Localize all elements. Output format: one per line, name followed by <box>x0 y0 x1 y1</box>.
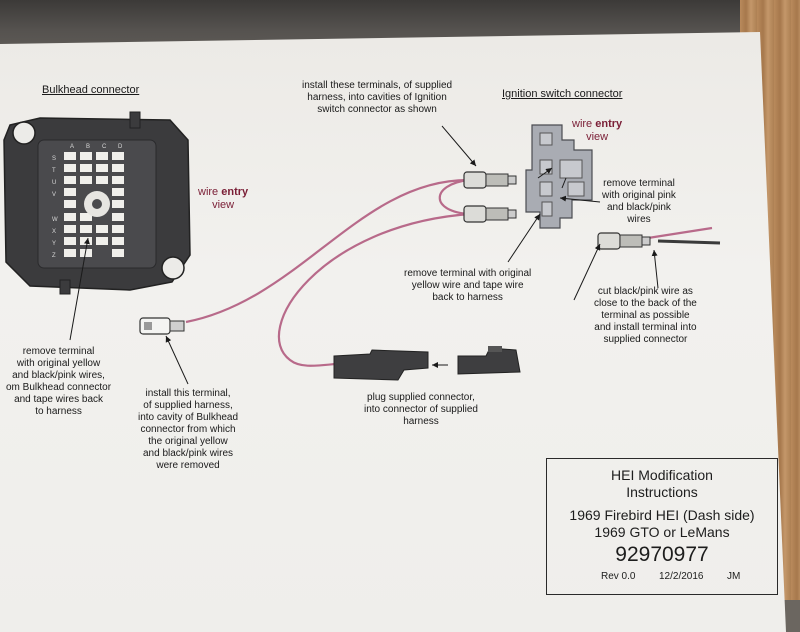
letter-B: B <box>86 144 90 150</box>
note-line: to harness <box>35 406 82 417</box>
note-line: into connector of supplied <box>364 404 478 415</box>
wires <box>185 178 713 367</box>
wire-loop-upper <box>438 178 471 216</box>
wire-entry-bold: entry <box>221 186 249 198</box>
release-date: 12/2/2016 <box>659 571 704 582</box>
bulkhead-letter-labels: A B C D S T U V W X Y Z <box>52 144 123 259</box>
mount-hole-top-left <box>12 121 36 145</box>
note-line: and install terminal into <box>594 322 697 333</box>
note-line: the original yellow <box>148 436 228 447</box>
wire-pink-stub <box>647 226 713 240</box>
terminal-bulkhead <box>139 317 185 335</box>
wire-entry-word: wire <box>572 118 593 130</box>
note-line: harness <box>403 416 439 427</box>
note-line: back to harness <box>432 292 503 303</box>
ignition-switch-connector <box>525 124 593 229</box>
note-line: install these terminals, of supplied <box>302 80 453 91</box>
note-line: and tape wires back <box>14 394 104 405</box>
wire-entry-bold: entry <box>595 118 623 130</box>
note-line: with original yellow <box>16 358 101 369</box>
note-line: close to the back of the <box>594 298 697 309</box>
revision: Rev 0.0 <box>601 571 636 582</box>
note-line: om Bulkhead connector <box>6 382 112 393</box>
letter-A: A <box>70 144 74 150</box>
note-line: connector from which <box>140 424 236 435</box>
note-line: and black/pink <box>607 202 671 213</box>
title-line-4: 1969 GTO or LeMans <box>594 524 730 540</box>
note-line: of supplied harness, <box>143 400 233 411</box>
ignition-wire-entry: wire entry view <box>572 118 622 144</box>
letter-D: D <box>118 144 123 150</box>
letter-Y: Y <box>52 241 56 247</box>
note-line: harness, into cavities of Ignition <box>307 92 447 103</box>
letter-S: S <box>52 156 56 162</box>
note-plug: plug supplied connector, into connector … <box>364 392 478 428</box>
note-remove-bulkhead: remove terminal with original yellow and… <box>6 346 111 418</box>
note-line: supplied connector <box>603 334 688 345</box>
note-line: remove terminal <box>22 346 95 357</box>
letter-U: U <box>52 180 56 186</box>
letter-Z: Z <box>52 253 56 259</box>
letter-V: V <box>52 192 56 198</box>
callout-arrows <box>69 125 659 385</box>
initials: JM <box>727 571 741 582</box>
note-line: with original pink <box>602 190 676 201</box>
wire-bulkhead-to-ignition <box>185 178 469 324</box>
bulkhead-title: Bulkhead connector <box>42 84 140 96</box>
part-number: 92970977 <box>615 543 709 566</box>
title-line-1: HEI Modification <box>611 467 713 483</box>
wire-entry-word: wire <box>198 186 219 198</box>
letter-W: W <box>52 217 58 223</box>
title-block: HEI Modification Instructions 1969 Fireb… <box>546 458 778 595</box>
wire-entry-view: view <box>586 131 609 143</box>
note-line: yellow wire and tape wire <box>411 280 524 291</box>
note-line: wires <box>627 214 651 225</box>
note-line: install this terminal, <box>145 388 231 399</box>
title-line-2: Instructions <box>626 484 698 500</box>
note-line: cut black/pink wire as <box>597 286 693 297</box>
title-line-3: 1969 Firebird HEI (Dash side) <box>569 507 755 523</box>
bulkhead-wire-entry: wire entry view <box>198 186 248 212</box>
letter-C: C <box>102 144 107 150</box>
letter-X: X <box>52 229 56 235</box>
terminal-lower <box>463 205 517 223</box>
terminal-upper <box>463 171 517 189</box>
supplied-connector-plug <box>333 349 429 381</box>
note-line: and black/pink wires, <box>12 370 105 381</box>
note-line: terminal as possible <box>601 310 690 321</box>
wiring-diagram: A B C D S T U V W X Y Z <box>3 111 721 385</box>
cut-wire <box>657 239 721 245</box>
note-line: remove terminal <box>603 178 675 189</box>
mount-hole-bottom-right <box>161 256 185 280</box>
harness-connector-plug <box>457 346 521 375</box>
letter-T: T <box>52 168 56 174</box>
wire-entry-view: view <box>212 199 235 211</box>
note-remove-yellow: remove terminal with original yellow wir… <box>404 268 531 304</box>
note-line: were removed <box>156 460 220 471</box>
note-line: plug supplied connector, <box>367 392 475 403</box>
note-line: into cavity of Bulkhead <box>138 412 239 423</box>
note-cut-wire: cut black/pink wire as close to the back… <box>594 286 697 346</box>
bulkhead-cavities <box>64 152 124 257</box>
note-line: remove terminal with original <box>404 268 532 279</box>
note-install-bulkhead: install this terminal, of supplied harne… <box>138 388 238 472</box>
ignition-title: Ignition switch connector <box>502 88 623 100</box>
wire-to-plug <box>277 212 471 367</box>
note-install-ignition: install these terminals, of supplied har… <box>302 80 452 116</box>
note-line: and black/pink wires <box>143 448 234 459</box>
terminal-pink <box>597 232 651 250</box>
bulkhead-connector <box>3 111 191 295</box>
note-remove-pink: remove terminal with original pink and b… <box>602 178 676 226</box>
note-line: switch connector as shown <box>317 104 437 115</box>
